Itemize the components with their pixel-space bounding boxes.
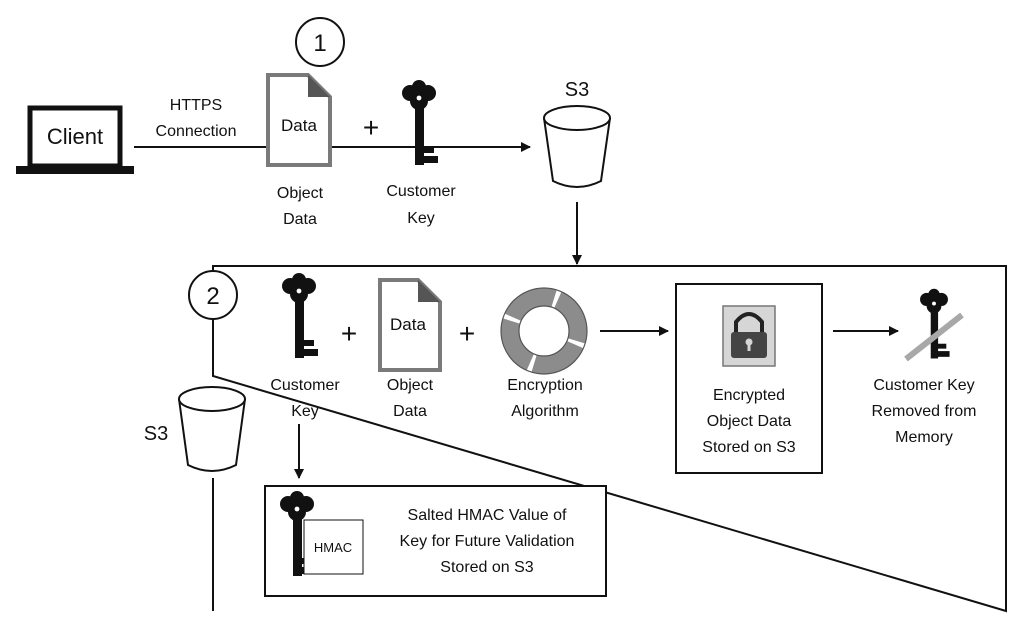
encryption-label-line1: Encryption bbox=[507, 377, 583, 394]
s3-label-top: S3 bbox=[565, 79, 589, 101]
customer-key-icon bbox=[402, 80, 438, 165]
hmac-tag-label: HMAC bbox=[314, 540, 352, 555]
object-data-label-line1: Object bbox=[277, 185, 324, 202]
step-1-number: 1 bbox=[295, 17, 345, 67]
object-data-2-label-line1: Object bbox=[387, 377, 434, 394]
removed-key-icon bbox=[904, 288, 964, 362]
client-laptop-icon: Client bbox=[16, 105, 134, 174]
removed-label-line1: Customer Key bbox=[873, 377, 974, 394]
object-data-label-line2: Data bbox=[283, 211, 317, 228]
https-label: HTTPS bbox=[170, 97, 222, 114]
s3-bucket-icon-2 bbox=[178, 386, 246, 472]
customer-key-2-label-line1: Customer bbox=[270, 377, 340, 394]
customer-key-label-line2: Key bbox=[407, 210, 435, 227]
encrypted-label-line3: Stored on S3 bbox=[702, 439, 796, 456]
step-2-number-text: 2 bbox=[206, 283, 219, 310]
encrypted-label-line2: Object Data bbox=[707, 413, 792, 430]
client-label: Client bbox=[47, 124, 103, 149]
document-data-label: Data bbox=[281, 116, 317, 135]
step-1-number-text: 1 bbox=[313, 30, 326, 57]
plus-sign-3: + bbox=[459, 318, 475, 349]
hmac-tag-box bbox=[303, 519, 364, 575]
object-data-2-label-line2: Data bbox=[393, 403, 427, 420]
encryption-label-line2: Algorithm bbox=[511, 403, 579, 420]
customer-key-label-line1: Customer bbox=[386, 183, 456, 200]
encrypted-label-line1: Encrypted bbox=[713, 387, 785, 404]
hmac-label-line1: Salted HMAC Value of bbox=[408, 507, 567, 524]
object-data-document-icon-2: Data bbox=[378, 278, 442, 372]
s3-bucket-icon bbox=[543, 105, 611, 188]
hmac-label-line3: Stored on S3 bbox=[440, 559, 534, 576]
hmac-label-line2: Key for Future Validation bbox=[400, 533, 575, 550]
step-2-number: 2 bbox=[188, 270, 238, 320]
document-data-label-2: Data bbox=[390, 315, 426, 334]
removed-label-line3: Memory bbox=[895, 429, 953, 446]
s3-label-bottom: S3 bbox=[144, 423, 168, 445]
removed-label-line2: Removed from bbox=[872, 403, 977, 420]
encryption-cycle-icon bbox=[500, 287, 588, 375]
customer-key-icon-2 bbox=[282, 273, 318, 358]
lock-icon bbox=[722, 305, 776, 367]
customer-key-2-label-line2: Key bbox=[291, 403, 319, 420]
object-data-document-icon: Data bbox=[266, 73, 332, 167]
connection-label: Connection bbox=[156, 123, 237, 140]
plus-sign-2: + bbox=[341, 318, 357, 349]
plus-sign: + bbox=[363, 112, 379, 143]
